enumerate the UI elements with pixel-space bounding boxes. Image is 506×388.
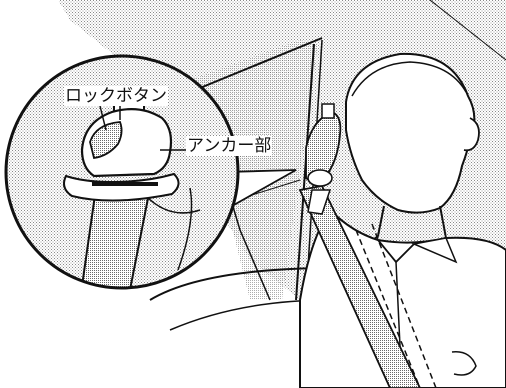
driver-figure <box>299 52 506 388</box>
shoulder-belt <box>298 184 437 388</box>
anchor-label: アンカー部 <box>186 136 273 156</box>
leader-lines <box>99 105 188 151</box>
anchor-on-pillar <box>305 103 342 215</box>
lock-button-label: ロックボタン <box>64 86 168 106</box>
